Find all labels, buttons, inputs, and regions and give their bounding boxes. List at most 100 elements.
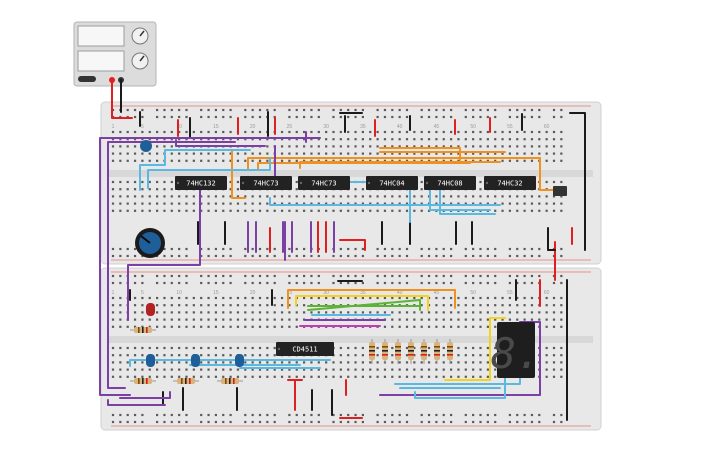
hole[interactable]: [552, 138, 556, 141]
hole[interactable]: [207, 311, 210, 314]
hole[interactable]: [347, 281, 350, 285]
hole[interactable]: [170, 247, 173, 251]
hole[interactable]: [229, 108, 232, 112]
hole[interactable]: [119, 180, 122, 184]
hole[interactable]: [163, 325, 166, 328]
hole[interactable]: [420, 130, 423, 134]
hole[interactable]: [420, 195, 423, 198]
hole[interactable]: [413, 311, 416, 314]
hole[interactable]: [347, 115, 350, 119]
hole[interactable]: [222, 420, 225, 424]
hole[interactable]: [170, 202, 173, 205]
hole[interactable]: [163, 115, 166, 119]
hole[interactable]: [464, 130, 467, 134]
hole[interactable]: [207, 281, 210, 285]
hole[interactable]: [552, 325, 556, 328]
hole[interactable]: [111, 304, 115, 307]
hole[interactable]: [133, 361, 137, 364]
hole[interactable]: [523, 318, 526, 321]
hole[interactable]: [376, 346, 379, 350]
hole[interactable]: [508, 296, 511, 300]
hole[interactable]: [266, 274, 269, 278]
hole[interactable]: [288, 274, 291, 278]
hole[interactable]: [464, 159, 467, 162]
hole[interactable]: [133, 311, 137, 314]
hole[interactable]: [141, 354, 144, 357]
hole[interactable]: [420, 368, 423, 371]
hole[interactable]: [170, 159, 173, 162]
hole[interactable]: [258, 413, 262, 417]
hole[interactable]: [398, 115, 401, 119]
hole[interactable]: [450, 311, 453, 314]
hole[interactable]: [229, 195, 232, 198]
hole[interactable]: [383, 274, 387, 278]
ic-chip[interactable]: 74HC132: [175, 176, 227, 190]
hole[interactable]: [251, 368, 254, 371]
hole[interactable]: [141, 318, 144, 321]
hole[interactable]: [288, 311, 291, 314]
hole[interactable]: [295, 209, 298, 212]
hole[interactable]: [310, 138, 313, 141]
hole[interactable]: [435, 159, 438, 162]
hole[interactable]: [185, 311, 188, 314]
hole[interactable]: [383, 152, 387, 155]
hole[interactable]: [266, 159, 269, 162]
hole[interactable]: [464, 115, 467, 119]
potentiometer[interactable]: [135, 228, 165, 258]
hole[interactable]: [361, 202, 364, 205]
hole[interactable]: [133, 115, 137, 119]
hole[interactable]: [545, 202, 548, 205]
hole[interactable]: [126, 152, 129, 155]
hole[interactable]: [229, 361, 232, 364]
hole[interactable]: [148, 325, 151, 328]
hole[interactable]: [325, 361, 328, 364]
hole[interactable]: [325, 375, 328, 378]
hole[interactable]: [178, 202, 181, 205]
hole[interactable]: [111, 254, 115, 258]
hole[interactable]: [222, 296, 225, 300]
hole[interactable]: [486, 361, 489, 364]
hole[interactable]: [413, 375, 416, 378]
hole[interactable]: [332, 209, 335, 212]
hole[interactable]: [450, 368, 453, 371]
hole[interactable]: [450, 304, 453, 307]
hole[interactable]: [420, 159, 423, 162]
hole[interactable]: [288, 209, 291, 212]
hole[interactable]: [450, 413, 453, 417]
hole[interactable]: [185, 304, 188, 307]
hole[interactable]: [141, 361, 144, 364]
hole[interactable]: [457, 325, 460, 328]
hole[interactable]: [200, 195, 203, 198]
hole[interactable]: [200, 108, 203, 112]
hole[interactable]: [178, 115, 181, 119]
blue-wire[interactable]: [269, 197, 501, 206]
hole[interactable]: [244, 311, 247, 314]
hole[interactable]: [486, 318, 489, 321]
hole[interactable]: [170, 108, 173, 112]
hole[interactable]: [405, 420, 409, 424]
hole[interactable]: [450, 254, 453, 258]
hole[interactable]: [266, 281, 269, 285]
hole[interactable]: [258, 202, 262, 205]
hole[interactable]: [222, 361, 225, 364]
hole[interactable]: [376, 195, 379, 198]
hole[interactable]: [494, 159, 497, 162]
hole[interactable]: [170, 354, 173, 357]
hole[interactable]: [258, 311, 262, 314]
hole[interactable]: [133, 368, 137, 371]
hole[interactable]: [310, 130, 313, 134]
hole[interactable]: [530, 247, 534, 251]
hole[interactable]: [530, 420, 534, 424]
hole[interactable]: [111, 274, 115, 278]
hole[interactable]: [413, 202, 416, 205]
hole[interactable]: [435, 325, 438, 328]
hole[interactable]: [178, 138, 181, 141]
hole[interactable]: [494, 115, 497, 119]
hole[interactable]: [450, 130, 453, 134]
hole[interactable]: [361, 138, 364, 141]
hole[interactable]: [427, 375, 431, 378]
hole[interactable]: [266, 209, 269, 212]
hole[interactable]: [354, 296, 357, 300]
hole[interactable]: [464, 311, 467, 314]
hole[interactable]: [486, 202, 489, 205]
